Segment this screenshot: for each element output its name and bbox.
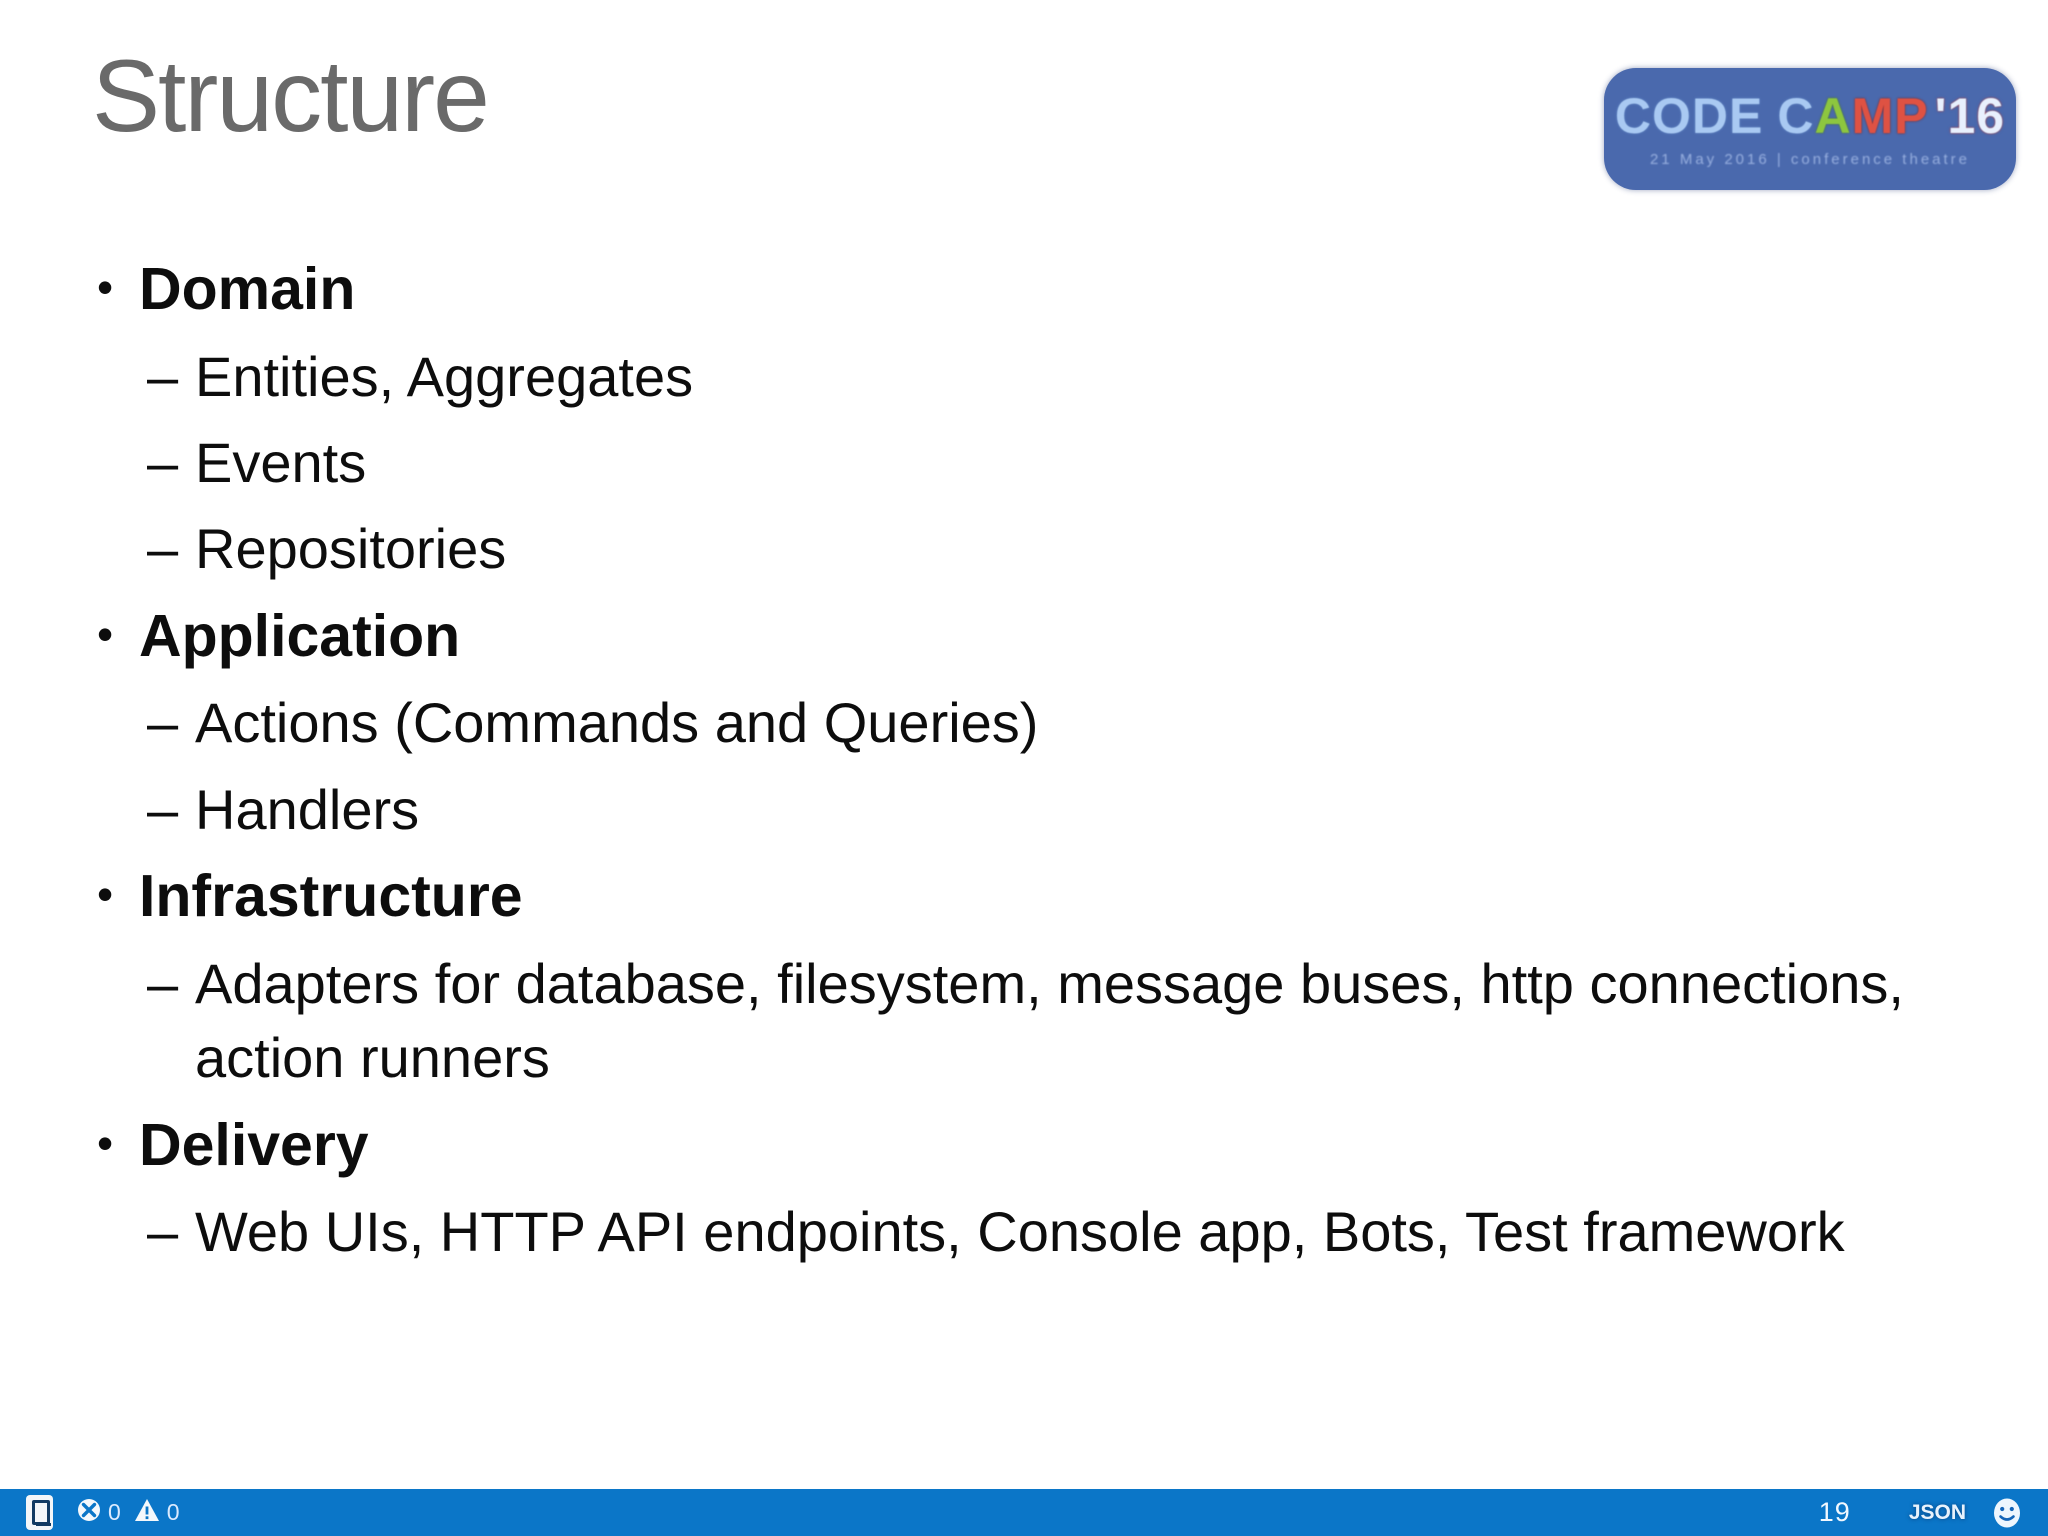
logo-letter-a: A <box>1814 87 1852 144</box>
sub-bullet-item: Entities, Aggregates <box>95 340 1953 415</box>
preview-app-icon-glyph <box>32 1500 50 1525</box>
sub-bullet-item: Adapters for database, filesystem, messa… <box>95 947 1953 1096</box>
preview-app-icon-line <box>36 1523 51 1526</box>
bullet-list: DomainEntities, AggregatesEventsReposito… <box>95 252 1953 1282</box>
problems-indicator[interactable]: 0 0 <box>77 1498 180 1527</box>
bullet-item-delivery: Delivery <box>95 1108 1953 1184</box>
slide-page-number: 19 <box>1818 1497 1851 1527</box>
bullet-item-application: Application <box>95 599 1953 675</box>
sub-bullet-item: Web UIs, HTTP API endpoints, Console app… <box>95 1195 1953 1270</box>
sub-bullet-item: Events <box>95 426 1953 501</box>
status-bar: 0 0 19 JSON <box>0 1489 2048 1536</box>
preview-app-icon[interactable] <box>26 1495 53 1530</box>
logo-letters-mp: MP <box>1851 87 1929 144</box>
feedback-smiley-icon[interactable] <box>1990 1496 2024 1530</box>
sub-bullet-item: Actions (Commands and Queries) <box>95 686 1953 761</box>
logo-letter-c: C <box>1777 87 1815 144</box>
error-icon <box>77 1498 101 1527</box>
bullet-item-infrastructure: Infrastructure <box>95 859 1953 935</box>
sub-bullet-item: Repositories <box>95 512 1953 587</box>
language-mode-indicator[interactable]: JSON <box>1908 1500 1966 1524</box>
logo-word-code: CODE <box>1614 87 1764 144</box>
warning-icon <box>134 1498 160 1527</box>
slide-title: Structure <box>92 39 490 153</box>
logo-year: '16 <box>1934 87 2006 144</box>
bullet-item-domain: Domain <box>95 252 1953 328</box>
warning-count: 0 <box>166 1499 180 1525</box>
status-bar-left: 0 0 <box>0 1495 180 1530</box>
logo-tagline: 21 May 2016 | conference theatre <box>1649 150 1971 168</box>
error-count: 0 <box>108 1499 121 1525</box>
sub-bullet-item: Handlers <box>95 773 1953 848</box>
status-bar-right: 19 JSON <box>1819 1496 2048 1530</box>
